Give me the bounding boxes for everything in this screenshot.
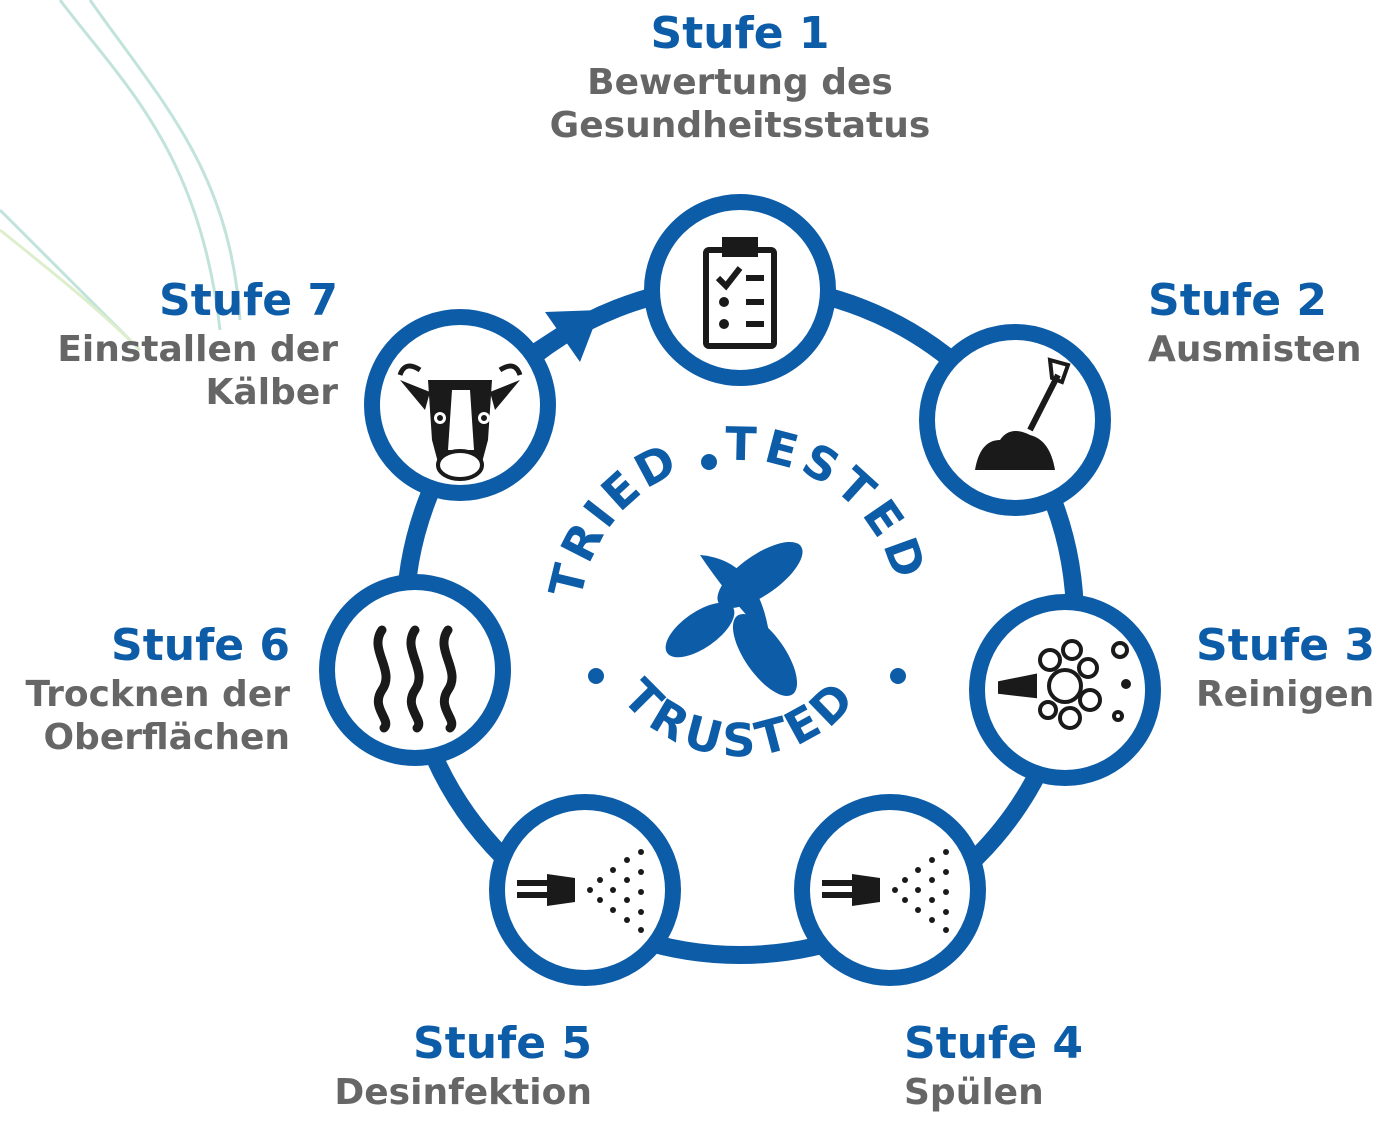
badge-dot <box>701 454 717 470</box>
step-description: Kälber <box>205 371 338 413</box>
step-description: Ausmisten <box>1148 328 1362 370</box>
step-description: Bewertung des <box>587 61 893 103</box>
step-7-label: Stufe 7 Einstallen der Kälber <box>10 275 338 414</box>
step-5-label: Stufe 5 Desinfektion <box>300 1018 592 1114</box>
step-1-label: Stufe 1 Bewertung des Gesundheitsstatus <box>520 8 960 147</box>
step-description: Gesundheitsstatus <box>549 104 931 146</box>
spray-nozzle-icon <box>822 849 949 933</box>
badge-dot <box>588 668 604 684</box>
shovel-manure-icon <box>975 357 1071 470</box>
step-description: Oberflächen <box>43 716 290 758</box>
step-2-label: Stufe 2 Ausmisten <box>1148 275 1388 371</box>
decorative-swirl <box>0 0 242 352</box>
spray-dots <box>587 849 644 933</box>
spray-nozzle-icon <box>517 849 644 933</box>
brand-logo-icon <box>665 541 803 696</box>
step-2-node <box>919 324 1111 516</box>
clipboard-checklist-icon <box>703 237 777 349</box>
step-title: Stufe 4 <box>904 1018 1083 1069</box>
step-4-node <box>794 794 986 986</box>
spray-dots <box>892 849 949 933</box>
step-5-node <box>489 794 681 986</box>
step-description: Einstallen der <box>57 328 338 370</box>
step-description: Desinfektion <box>334 1071 592 1113</box>
step-7-node <box>364 309 556 501</box>
step-title: Stufe 7 <box>159 275 338 326</box>
step-title: Stufe 3 <box>1196 620 1375 671</box>
step-4-label: Stufe 4 Spülen <box>904 1018 1154 1114</box>
step-title: Stufe 6 <box>111 620 290 671</box>
cow-head-icon <box>397 363 523 481</box>
step-3-node <box>969 594 1161 786</box>
step-6-node <box>319 574 511 766</box>
step-title: Stufe 2 <box>1148 275 1327 326</box>
heat-waves-icon <box>373 625 457 733</box>
central-badge: TRIED TESTED TRUSTED <box>538 417 932 768</box>
step-description: Spülen <box>904 1071 1044 1113</box>
foam-cleaner-icon <box>998 639 1131 730</box>
step-description: Reinigen <box>1196 673 1375 715</box>
step-description: Trocknen der <box>25 673 290 715</box>
step-3-label: Stufe 3 Reinigen <box>1196 620 1388 716</box>
badge-dot <box>890 668 906 684</box>
step-1-node <box>644 194 836 386</box>
badge-word-trusted: TRUSTED <box>613 668 868 767</box>
step-6-label: Stufe 6 Trocknen der Oberflächen <box>0 620 290 759</box>
step-title: Stufe 5 <box>413 1018 592 1069</box>
step-title: Stufe 1 <box>650 8 830 59</box>
badge-word-tried: TRIED <box>538 431 688 602</box>
